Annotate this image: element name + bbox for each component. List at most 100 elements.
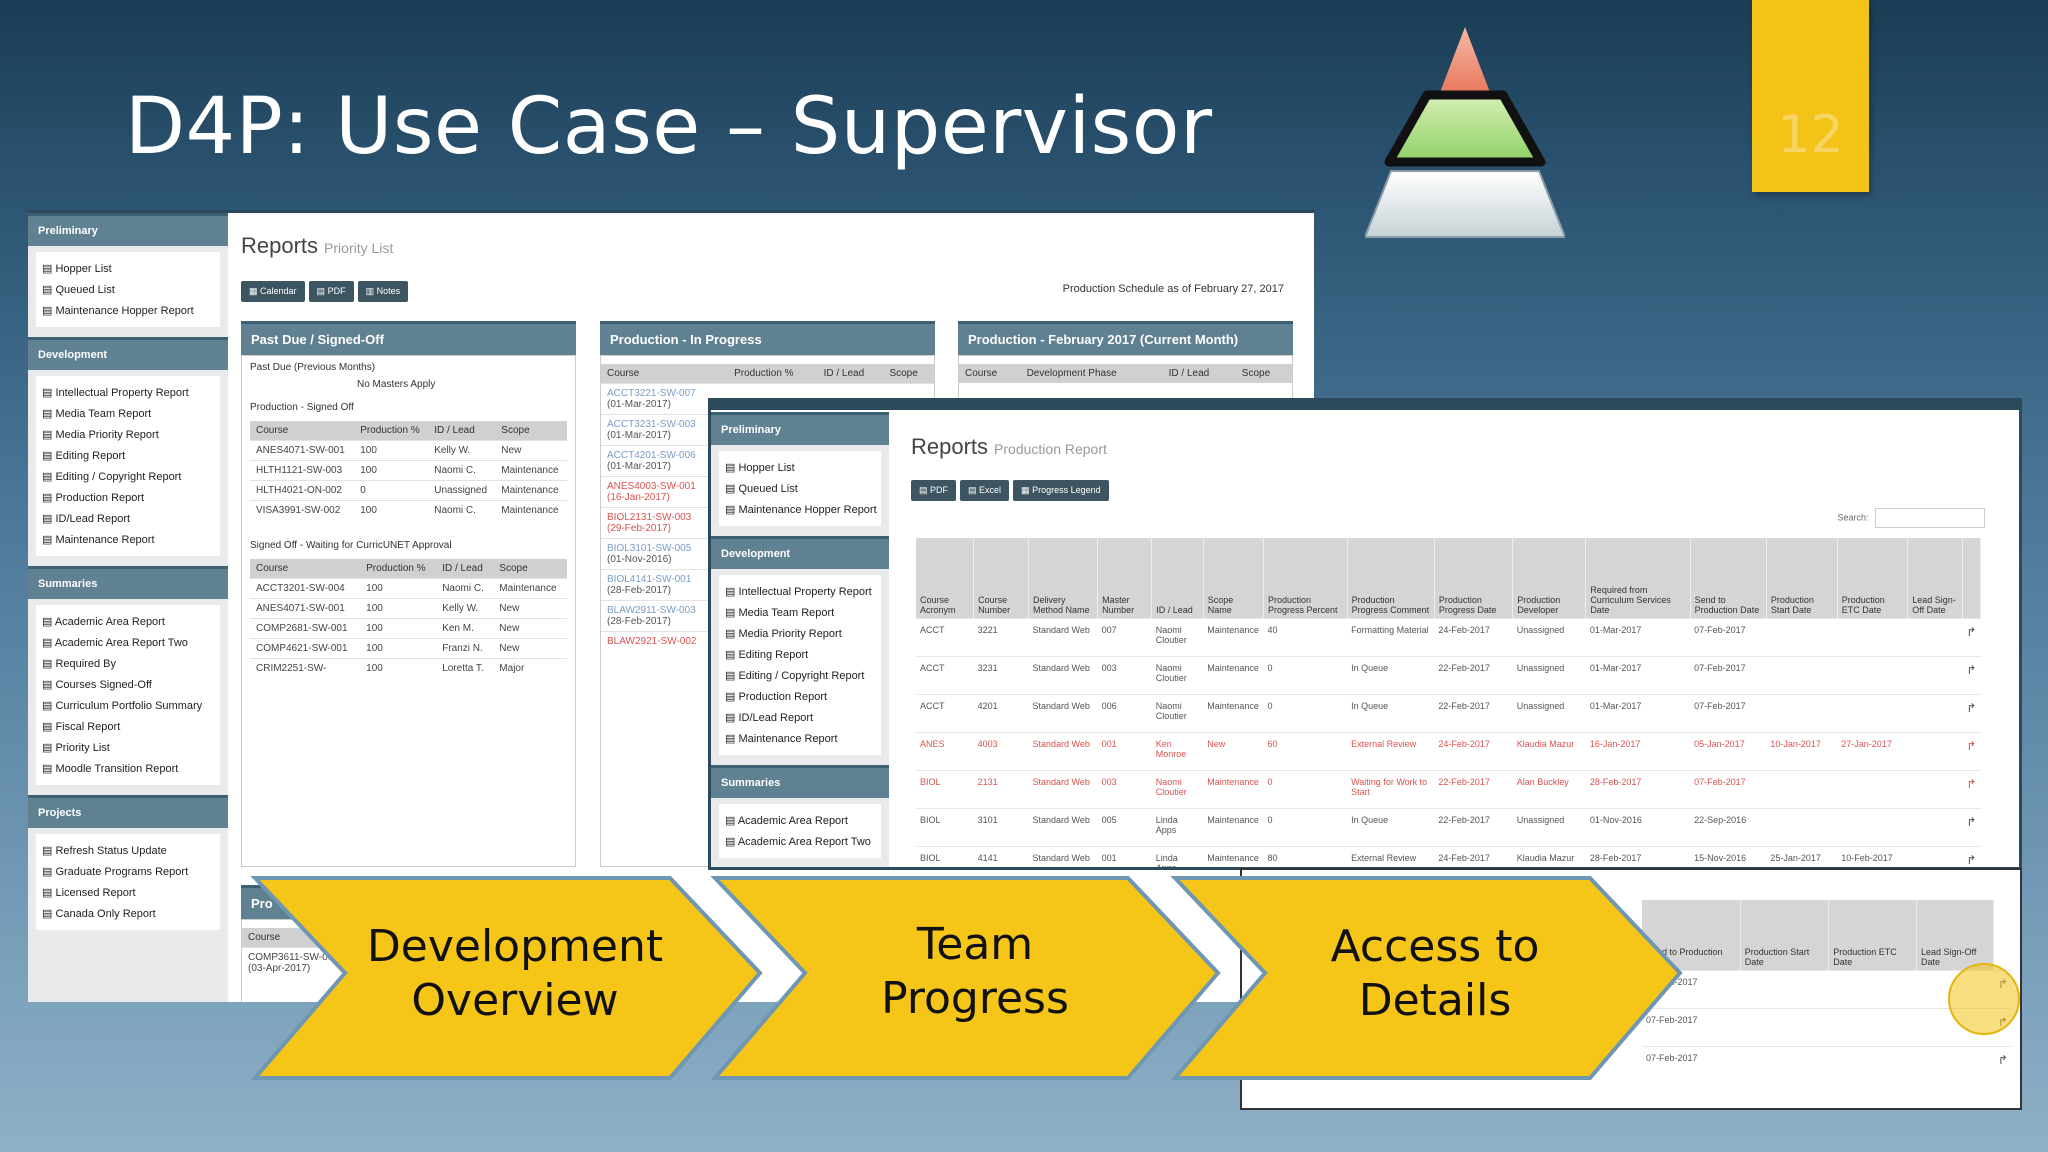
course-link[interactable]: ANES4003-SW-001: [607, 481, 696, 492]
course-link[interactable]: ACCT4201-SW-006: [607, 450, 696, 461]
sidebar-item[interactable]: ▤ Intellectual Property Report: [723, 581, 877, 602]
share-icon[interactable]: ↱: [1993, 1045, 2012, 1084]
progress-legend-button[interactable]: ▦ Progress Legend: [1013, 480, 1109, 501]
column-header[interactable]: Course: [601, 364, 729, 384]
sidebar-item[interactable]: ▤ Production Report: [723, 686, 877, 707]
column-header[interactable]: Scope Name: [1203, 538, 1264, 618]
sidebar-item[interactable]: ▤ Intellectual Property Report: [40, 382, 216, 403]
column-header[interactable]: Required from Curriculum Services Date: [1585, 538, 1691, 618]
calendar-button[interactable]: ▦ Calendar: [241, 281, 305, 302]
column-header[interactable]: ID / Lead: [817, 364, 884, 384]
share-icon[interactable]: ↱: [1962, 693, 1981, 732]
column-header[interactable]: Production Progress Comment: [1347, 538, 1435, 618]
excel-button[interactable]: ▤ Excel: [960, 480, 1010, 501]
course-link[interactable]: ACCT3221-SW-007: [607, 388, 696, 399]
column-header[interactable]: Production Start Date: [1740, 900, 1830, 970]
sidebar-item[interactable]: ▤ ID/Lead Report: [40, 508, 216, 529]
column-header[interactable]: ID / Lead: [428, 421, 496, 441]
column-header[interactable]: Course: [250, 421, 355, 441]
course-link[interactable]: BIOL3101-SW-005: [607, 543, 692, 554]
sidebar-item[interactable]: ▤ Graduate Programs Report: [40, 861, 216, 882]
sidebar-item[interactable]: ▤ Maintenance Hopper Report: [40, 300, 216, 321]
sidebar-item[interactable]: ▤ Academic Area Report Two: [723, 831, 877, 852]
course-link[interactable]: BIOL2131-SW-003: [607, 512, 692, 523]
sidebar-item[interactable]: ▤ Fiscal Report: [40, 716, 216, 737]
column-header[interactable]: Course Number: [973, 538, 1029, 618]
share-icon[interactable]: ↱: [1962, 731, 1981, 770]
share-icon[interactable]: ↱: [1962, 617, 1981, 656]
course-link[interactable]: BLAW2921-SW-002: [607, 636, 697, 647]
column-header[interactable]: ID / Lead: [436, 559, 494, 579]
column-header[interactable]: Production Progress Date: [1434, 538, 1514, 618]
sidebar-item[interactable]: ▤ Canada Only Report: [40, 903, 216, 924]
sidebar-item[interactable]: ▤ Media Team Report: [40, 403, 216, 424]
share-icon[interactable]: ↱: [1962, 655, 1981, 694]
sidebar-item[interactable]: ▤ Hopper List: [723, 457, 877, 478]
pdf-button[interactable]: ▤ PDF: [308, 281, 354, 302]
course-link[interactable]: ACCT3231-SW-003: [607, 419, 696, 430]
sidebar-item[interactable]: ▤ Academic Area Report: [723, 810, 877, 831]
column-header[interactable]: Course Acronym: [916, 538, 975, 618]
course-link[interactable]: COMP3611-SW-001: [248, 952, 339, 963]
sidebar-item[interactable]: ▤ Academic Area Report: [40, 611, 216, 632]
column-header[interactable]: Lead Sign-Off Date: [1907, 538, 1963, 618]
sidebar-item[interactable]: ▤ Curriculum Portfolio Summary: [40, 695, 216, 716]
sidebar-item[interactable]: ▤ Maintenance Report: [40, 529, 216, 550]
sidebar-item[interactable]: ▤ Media Priority Report: [723, 623, 877, 644]
sidebar-item[interactable]: ▤ Refresh Status Update: [40, 840, 216, 861]
column-header[interactable]: Production ETC Date: [1837, 538, 1909, 618]
sidebar-item[interactable]: ▤ Editing Report: [40, 445, 216, 466]
sidebar-item[interactable]: ▤ Required By: [40, 653, 216, 674]
column-header[interactable]: ID / Lead: [1151, 538, 1204, 618]
column-header[interactable]: Scope: [1235, 364, 1292, 383]
sidebar-item[interactable]: ▤ Editing / Copyright Report: [723, 665, 877, 686]
sidebar-item[interactable]: ▤ Hopper List: [40, 258, 216, 279]
column-header[interactable]: Lead Sign-Off Date: [1916, 900, 1995, 970]
course-link[interactable]: BIOL4141-SW-001: [607, 574, 692, 585]
column-header[interactable]: Development Phase: [1020, 364, 1163, 383]
sidebar-item[interactable]: ▤ Production Report: [40, 487, 216, 508]
sidebar-item[interactable]: ▤ Moodle Transition Report: [40, 758, 216, 779]
column-header[interactable]: Scope: [883, 364, 934, 384]
sidebar-item[interactable]: ▤ Maintenance Hopper Report: [723, 499, 877, 520]
course-link[interactable]: BLAW2911-SW-003: [607, 605, 696, 616]
sidebar-item[interactable]: ▤ Queued List: [723, 478, 877, 499]
column-header[interactable]: Production Progress Percent: [1263, 538, 1348, 618]
column-header[interactable]: Production Start Date: [1766, 538, 1838, 618]
sidebar-item[interactable]: ▤ Queued List: [40, 279, 216, 300]
sidebar-item[interactable]: ▤ ID/Lead Report: [723, 707, 877, 728]
column-header[interactable]: Master Number: [1097, 538, 1153, 618]
sidebar-item[interactable]: ▤ Maintenance Report: [723, 728, 877, 749]
column-header[interactable]: Production Developer: [1512, 538, 1587, 618]
column-header[interactable]: ID / Lead: [1162, 364, 1236, 383]
sidebar-item[interactable]: ▤ Priority List: [40, 737, 216, 758]
sidebar-item[interactable]: ▤ Licensed Report: [40, 882, 216, 903]
column-header[interactable]: Scope: [495, 421, 567, 441]
sidebar-item[interactable]: ▤ Media Team Report: [723, 602, 877, 623]
column-header[interactable]: Scope: [493, 559, 567, 579]
sidebar-item[interactable]: ▤ Academic Area Report Two: [40, 632, 216, 653]
share-icon[interactable]: ↱: [1962, 845, 1981, 867]
share-icon[interactable]: ↱: [1962, 807, 1981, 846]
column-header[interactable]: Production %: [354, 421, 429, 441]
sidebar-item[interactable]: ▤ Media Priority Report: [40, 424, 216, 445]
sidebar-item[interactable]: ▤ Editing / Copyright Report: [40, 466, 216, 487]
column-header[interactable]: Production %: [728, 364, 818, 384]
sidebar-item[interactable]: ▤ Courses Signed-Off: [40, 674, 216, 695]
column-header[interactable]: Course: [959, 364, 1021, 383]
share-icon[interactable]: ↱: [1962, 769, 1981, 808]
pdf-button[interactable]: ▤ PDF: [911, 480, 957, 501]
column-header[interactable]: Course: [250, 559, 361, 579]
column-header[interactable]: Production ETC Date: [1828, 900, 1917, 970]
column-header[interactable]: Production %: [360, 559, 437, 579]
search-input[interactable]: [1875, 508, 1985, 528]
sidebar-item[interactable]: ▤ Editing Report: [723, 644, 877, 665]
column-header[interactable]: Send to Production Date: [1690, 538, 1767, 618]
